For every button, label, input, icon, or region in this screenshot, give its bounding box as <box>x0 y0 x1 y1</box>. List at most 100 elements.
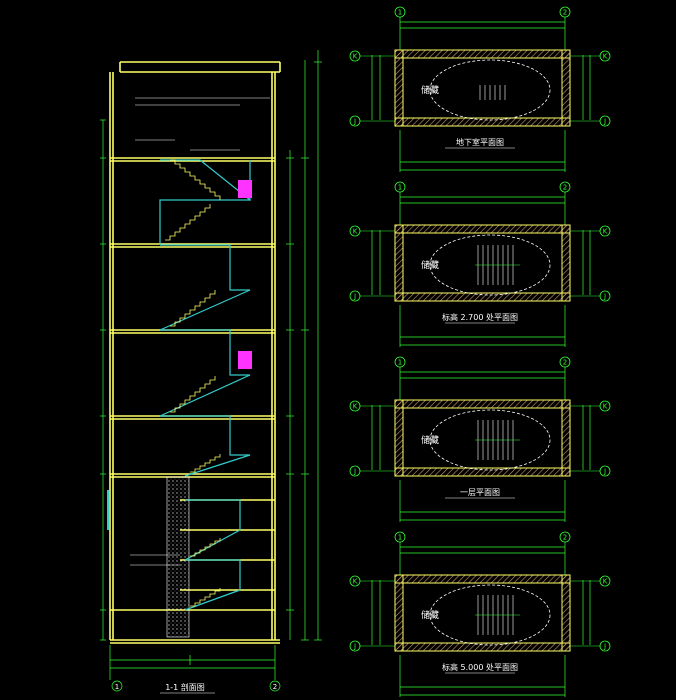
axis-bubble <box>394 6 406 18</box>
axis-bubble <box>349 225 361 237</box>
wall-right <box>561 49 571 127</box>
axis-bubble-label: J <box>603 643 606 651</box>
axis-bubble <box>599 290 611 302</box>
wall-bottom <box>394 292 571 302</box>
section-accent-block-upper <box>238 180 252 198</box>
section-view: 1 2 1-1 剖面图 <box>100 50 322 694</box>
section-axis-bubble-right <box>269 680 281 692</box>
axis-bubble <box>394 181 406 193</box>
plan-title: 一层平面图 <box>460 488 500 497</box>
axis-bubble-label: J <box>603 468 606 476</box>
axis-bubble-label: K <box>353 53 358 61</box>
axis-bubble <box>559 356 571 368</box>
wall-top <box>394 574 571 584</box>
wall-bottom <box>394 642 571 652</box>
axis-bubble-label: K <box>603 53 608 61</box>
wall-right <box>561 399 571 477</box>
axis-bubble-label: 1 <box>398 184 402 192</box>
section-floor-slabs <box>110 157 275 611</box>
axis-bubble <box>349 290 361 302</box>
plan-dimensions <box>371 539 591 697</box>
section-dim-bottom <box>109 645 281 692</box>
stair-treads <box>475 420 520 460</box>
section-axis-bubble-left <box>111 680 123 692</box>
axis-bubble-label: K <box>353 228 358 236</box>
wall-right <box>561 574 571 652</box>
axis-bubble-label: K <box>603 403 608 411</box>
axis-bubble <box>559 181 571 193</box>
axis-bubble <box>349 115 361 127</box>
plan-dimensions <box>371 189 591 347</box>
wall-left <box>394 224 404 302</box>
axis-bubble <box>559 6 571 18</box>
plan-walls <box>394 224 571 302</box>
plan-title: 地下室平面图 <box>456 137 504 147</box>
axis-bubble-label: 1 <box>398 9 402 17</box>
wall-bottom <box>394 467 571 477</box>
axis-bubble <box>349 465 361 477</box>
axis-bubble-label: K <box>353 403 358 411</box>
section-axis-label-left: 1 <box>115 683 119 691</box>
axis-bubble-label: 2 <box>563 359 567 367</box>
stair-treads <box>479 85 506 100</box>
wall-top <box>394 399 571 409</box>
axis-bubble <box>349 640 361 652</box>
axis-bubble <box>394 531 406 543</box>
axis-bubble <box>599 50 611 62</box>
section-dim-left <box>100 119 106 641</box>
axis-bubble <box>349 400 361 412</box>
wall-left <box>394 49 404 127</box>
plan-title: 标高 5.000 处平面图 <box>442 662 518 672</box>
axis-bubble-label: 2 <box>563 534 567 542</box>
wall-right <box>561 224 571 302</box>
axis-bubble-label: K <box>603 228 608 236</box>
plan-room-label: 储藏 <box>421 259 439 271</box>
stair-outline <box>429 409 551 471</box>
axis-bubble-label: 1 <box>398 534 402 542</box>
section-annotations <box>130 97 270 566</box>
axis-bubble-label: J <box>353 118 356 126</box>
stair-treads <box>475 245 520 285</box>
stair-treads <box>475 595 520 635</box>
plan-walls <box>394 574 571 652</box>
axis-bubble-label: J <box>353 468 356 476</box>
axis-bubble <box>599 465 611 477</box>
axis-bubble <box>599 225 611 237</box>
section-title: 1-1 剖面图 <box>165 682 205 692</box>
axis-bubble-label: J <box>603 118 606 126</box>
section-axis-label-right: 2 <box>273 683 277 691</box>
axis-bubble-label: 1 <box>398 359 402 367</box>
axis-bubble-label: J <box>603 293 606 301</box>
section-hatched-block <box>166 476 190 638</box>
plan-dimensions <box>371 14 591 172</box>
axis-bubble <box>349 50 361 62</box>
plan-3: 储藏 1 2K J K J 一层平面图 <box>349 356 611 522</box>
plan-walls <box>394 399 571 477</box>
section-accent-block-lower <box>238 351 252 369</box>
stair-outline <box>429 584 551 646</box>
axis-bubble-label: 2 <box>563 9 567 17</box>
section-stair-steps <box>165 159 221 607</box>
axis-bubble-label: J <box>353 293 356 301</box>
wall-bottom <box>394 117 571 127</box>
plan-room-label: 储藏 <box>421 84 439 96</box>
axis-bubble-label: J <box>353 643 356 651</box>
axis-bubble-label: K <box>353 578 358 586</box>
plan-dimensions <box>371 364 591 522</box>
axis-bubble <box>599 115 611 127</box>
plan-1: 储藏 1 2K J K J 地下室平面图 <box>349 6 611 172</box>
axis-bubble <box>559 531 571 543</box>
axis-bubble-label: 2 <box>563 184 567 192</box>
axis-bubble <box>394 356 406 368</box>
stair-outline <box>429 234 551 296</box>
section-dim-right <box>286 50 322 641</box>
wall-top <box>394 49 571 59</box>
axis-bubble <box>599 575 611 587</box>
axis-bubble <box>349 575 361 587</box>
axis-bubble <box>599 640 611 652</box>
plan-room-label: 储藏 <box>421 434 439 446</box>
